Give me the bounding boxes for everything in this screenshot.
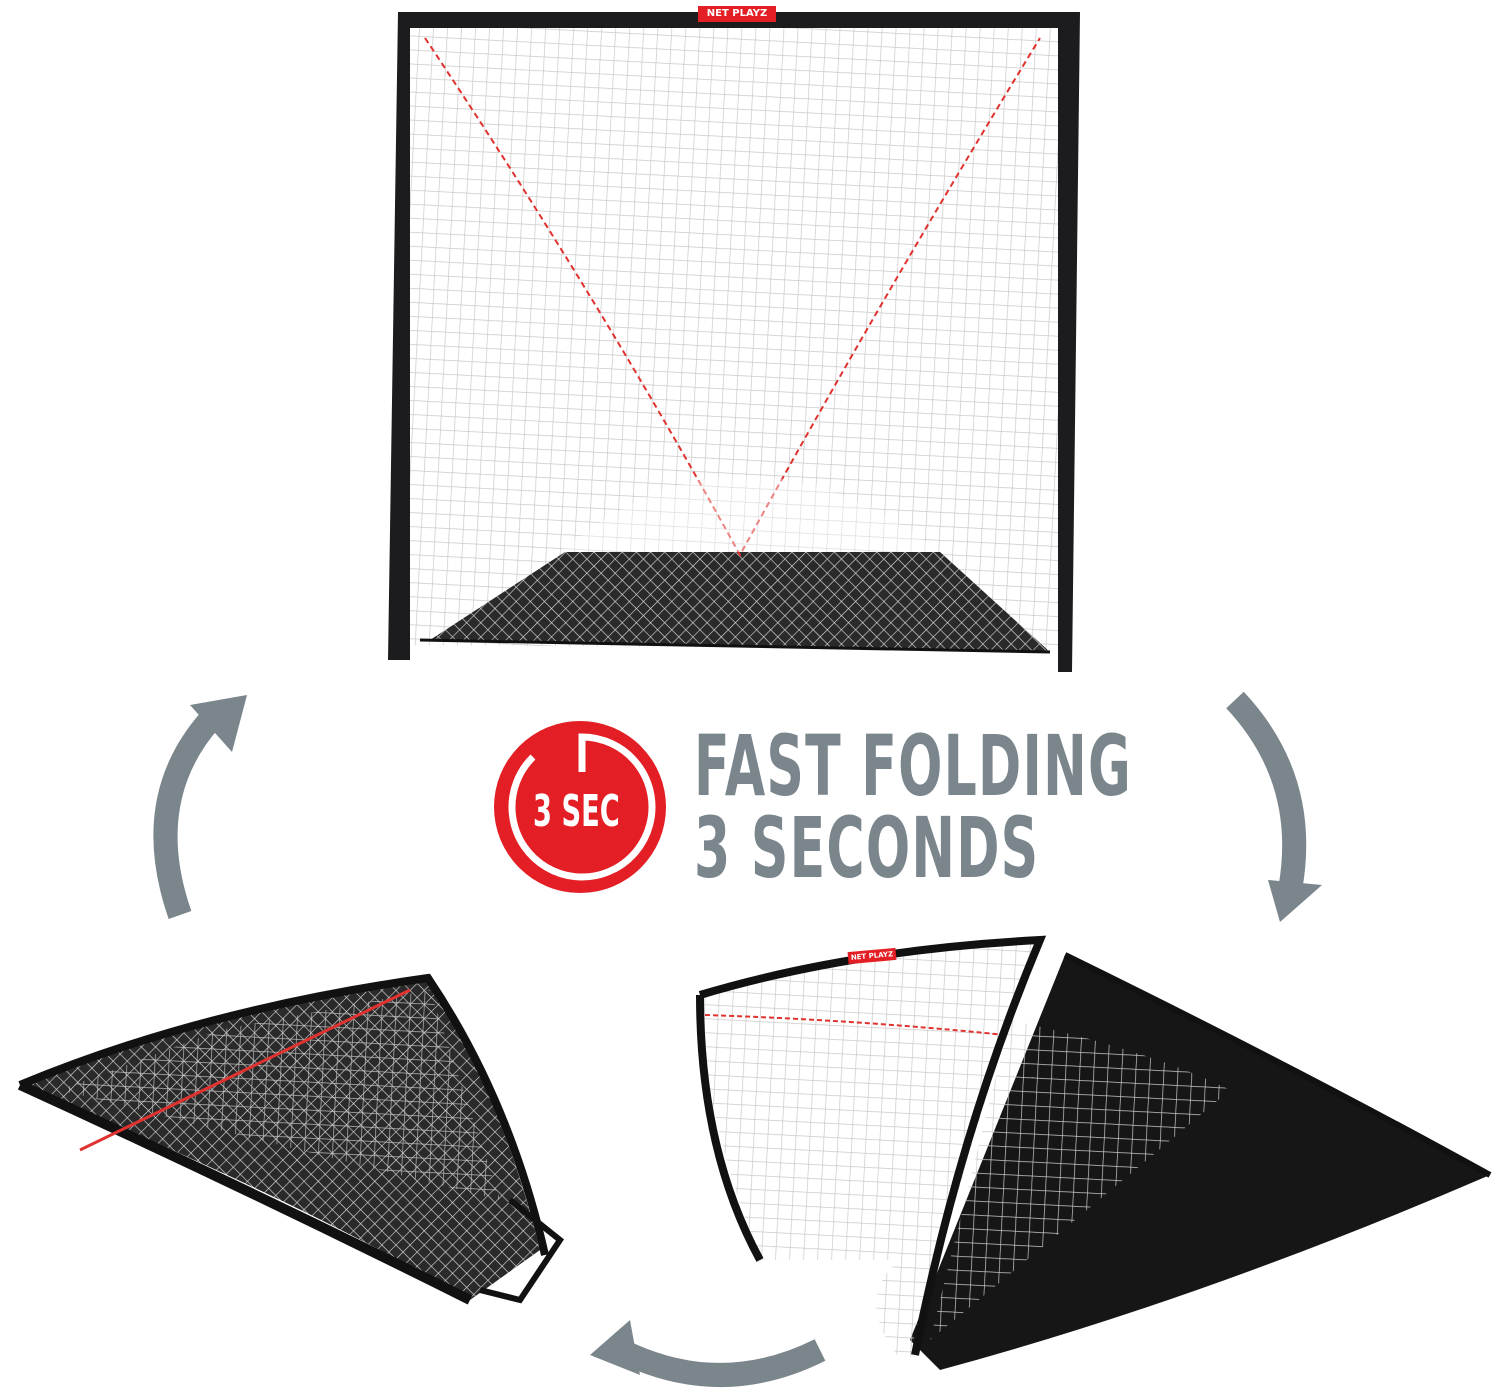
headline-line-2: 3 SECONDS — [694, 799, 1040, 897]
cycle-arrow-icon — [153, 691, 1307, 1387]
folded-net-right — [696, 935, 1492, 1370]
brand-logo: NET PLAYZ — [698, 6, 776, 22]
headline-line-1: FAST FOLDING — [694, 717, 1132, 815]
timer-icon — [494, 721, 666, 893]
arrowhead-group — [190, 695, 1322, 1375]
badge-label: 3 SEC — [533, 786, 620, 837]
open-goal — [388, 12, 1080, 672]
folded-net-left — [17, 973, 565, 1305]
